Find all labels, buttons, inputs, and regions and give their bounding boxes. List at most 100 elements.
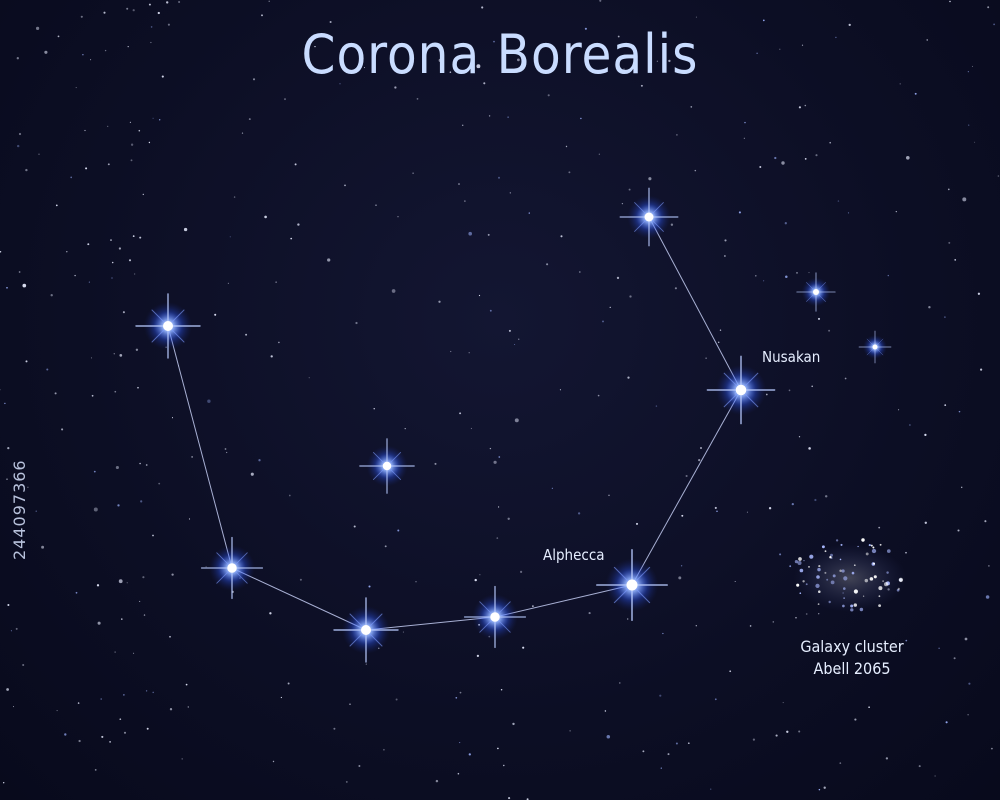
background-star xyxy=(188,518,191,520)
background-star xyxy=(129,121,131,123)
star-core xyxy=(382,461,392,471)
background-star xyxy=(968,124,970,126)
background-star xyxy=(150,26,153,28)
background-star xyxy=(416,98,419,100)
background-star xyxy=(280,696,283,699)
background-star xyxy=(496,537,499,539)
background-star xyxy=(104,49,107,52)
background-star xyxy=(568,171,571,174)
background-star xyxy=(954,259,957,261)
background-star xyxy=(109,741,111,743)
background-star xyxy=(878,526,881,529)
background-star xyxy=(299,578,302,581)
star-alphecca xyxy=(596,549,668,621)
background-star xyxy=(948,241,951,244)
background-star xyxy=(680,565,683,567)
background-star xyxy=(898,409,900,411)
background-star xyxy=(100,698,102,700)
star-nusakan xyxy=(706,355,776,425)
background-star xyxy=(507,116,509,118)
star-bottom-left xyxy=(333,597,399,663)
background-star xyxy=(489,447,492,450)
background-star xyxy=(157,11,160,15)
background-star xyxy=(796,272,798,274)
background-star xyxy=(608,494,610,497)
background-star xyxy=(694,169,697,172)
background-star xyxy=(75,87,77,89)
background-star xyxy=(847,212,850,214)
background-star xyxy=(547,94,550,97)
background-star xyxy=(676,134,678,136)
background-star xyxy=(514,343,516,346)
background-star xyxy=(569,730,571,732)
background-star xyxy=(205,566,207,568)
cluster-dot xyxy=(829,556,832,559)
background-star xyxy=(928,306,931,309)
background-star xyxy=(77,702,80,704)
background-star xyxy=(158,482,161,485)
background-star xyxy=(997,175,1000,177)
background-star xyxy=(284,98,286,101)
background-star xyxy=(868,706,870,709)
background-star xyxy=(629,295,632,298)
background-star xyxy=(339,83,341,85)
cluster-dot xyxy=(828,600,831,604)
background-star xyxy=(744,121,746,124)
background-star xyxy=(474,578,477,582)
background-star xyxy=(801,44,804,46)
background-star xyxy=(859,644,861,646)
star-core xyxy=(735,384,747,396)
background-star xyxy=(241,132,244,134)
background-star xyxy=(808,447,811,450)
background-star xyxy=(968,682,971,685)
star-top xyxy=(619,187,679,247)
label-alphecca: Alphecca xyxy=(543,546,605,564)
background-star xyxy=(88,281,90,283)
background-star xyxy=(66,250,68,253)
background-star xyxy=(70,176,73,179)
background-star xyxy=(140,500,143,503)
star-center xyxy=(359,438,415,494)
background-star xyxy=(121,618,123,620)
background-star xyxy=(252,78,256,81)
background-star xyxy=(837,670,840,673)
background-star xyxy=(784,222,787,225)
cluster-dot xyxy=(799,568,804,573)
constellation-line xyxy=(167,325,233,569)
background-star xyxy=(546,263,549,266)
background-star xyxy=(517,58,520,62)
background-star xyxy=(455,696,458,699)
background-star xyxy=(699,446,703,450)
background-star xyxy=(74,274,76,277)
background-star xyxy=(743,137,745,139)
background-star xyxy=(500,688,503,691)
background-star xyxy=(54,392,57,395)
background-star xyxy=(756,52,758,54)
page-title: Corona Borealis xyxy=(301,23,699,86)
background-star xyxy=(895,210,897,213)
background-star xyxy=(145,464,148,466)
background-star xyxy=(659,694,662,697)
cluster-dot xyxy=(798,557,802,561)
background-star xyxy=(245,333,248,336)
background-star xyxy=(483,82,486,85)
background-star xyxy=(814,498,817,502)
background-star xyxy=(0,389,1,391)
background-star xyxy=(363,67,366,69)
background-star xyxy=(781,161,785,165)
background-star xyxy=(128,259,132,262)
background-star xyxy=(353,525,356,528)
background-star xyxy=(384,545,387,548)
background-star xyxy=(287,682,290,685)
background-star xyxy=(648,71,650,73)
background-star xyxy=(854,718,857,721)
background-star xyxy=(461,124,464,127)
background-star xyxy=(15,627,18,630)
background-star xyxy=(397,216,399,218)
background-star xyxy=(774,156,777,160)
background-star xyxy=(110,239,112,242)
background-star xyxy=(459,742,461,744)
constellation-line xyxy=(231,567,367,631)
background-star xyxy=(264,215,267,219)
